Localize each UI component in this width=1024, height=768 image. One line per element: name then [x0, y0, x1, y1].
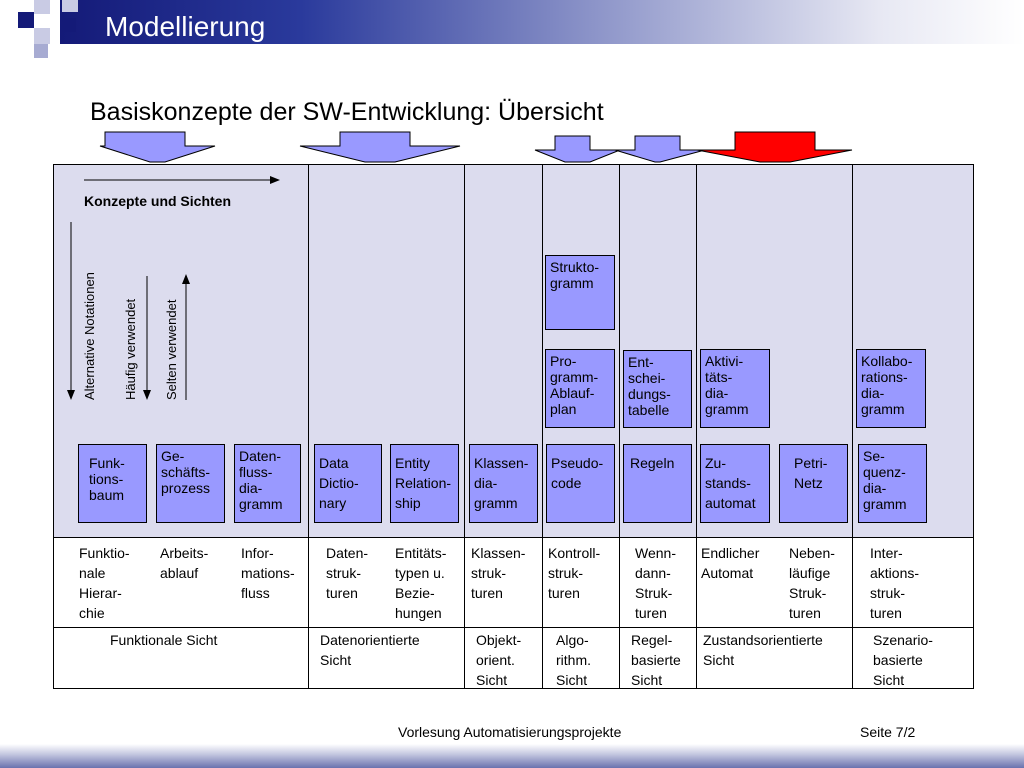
legend-konzepte: Konzepte und Sichten — [84, 193, 231, 209]
top-arrows — [99, 131, 853, 163]
column-divider — [619, 165, 620, 689]
column-divider — [696, 165, 697, 689]
box-kollaborationsdiagramm: Kollabo- rations- dia- gramm — [856, 349, 926, 428]
box-zustandsautomat: Zu- stands- automat — [700, 444, 770, 523]
header-square-mid — [62, 0, 78, 12]
column-divider — [852, 165, 853, 689]
legend-selten: Selten verwendet — [164, 299, 179, 400]
header-square-light — [34, 28, 50, 44]
footer-page-number: Seite 7/2 — [860, 724, 916, 740]
struct-kontrollstrukturen: Kontroll- struk- turen — [548, 545, 601, 601]
box-funktionsbaum: Funk- tions- baum — [78, 444, 147, 523]
box-data-dictionary: Data Dictio- nary — [314, 444, 382, 523]
view-szenario: Szenario- basierte Sicht — [873, 632, 933, 688]
footer-bar — [0, 744, 1024, 768]
struct-endlicher-automat: Endlicher Automat — [701, 545, 760, 581]
box-entity-relationship: Entity Relation- ship — [390, 444, 459, 523]
header-bar — [60, 0, 1024, 44]
view-datenorientiert: Datenorientierte Sicht — [320, 632, 420, 668]
structures-area — [54, 537, 973, 688]
box-datenflussdiagramm: Daten- fluss- dia- gramm — [234, 444, 301, 523]
column-divider — [308, 165, 309, 689]
footer-lecture: Vorlesung Automatisierungsprojekte — [398, 724, 622, 740]
box-entscheidungstabelle: Ent- schei- dungs- tabelle — [623, 350, 692, 428]
header-square-mid — [34, 44, 48, 58]
column-divider — [464, 165, 465, 689]
view-regelbasiert: Regel- basierte Sicht — [631, 632, 681, 688]
header-square-dark — [18, 12, 34, 28]
arrow-daten — [299, 131, 461, 163]
header-square-light — [34, 0, 50, 14]
row-divider — [54, 627, 973, 628]
page-title: Modellierung — [105, 11, 266, 42]
box-regeln: Regeln — [623, 444, 692, 523]
box-struktogramm: Strukto- gramm — [545, 255, 615, 330]
legend-alternative: Alternative Notationen — [82, 272, 97, 400]
struct-funktionale-hierarchie: Funktio- nale Hierar- chie — [79, 545, 130, 621]
arrow-algorithmisch — [534, 135, 621, 163]
row-divider — [54, 537, 973, 538]
arrow-zustand — [696, 131, 853, 163]
struct-entitaetstypen: Entitäts- typen u. Bezie- hungen — [395, 545, 447, 621]
struct-interaktion: Inter- aktions- struk- turen — [870, 545, 920, 621]
view-algorithmisch: Algo- rithm. Sicht — [556, 632, 591, 688]
struct-datenstrukturen: Daten- struk- turen — [326, 545, 369, 601]
struct-nebenlaeufig: Neben- läufige Struk- turen — [789, 545, 835, 621]
legend-haeufig: Häufig verwendet — [123, 298, 138, 400]
box-sequenzdiagramm: Se- quenz- dia- gramm — [858, 444, 927, 523]
view-funktional: Funktionale Sicht — [110, 632, 218, 648]
box-petrinetz: Petri- Netz — [779, 444, 848, 523]
arrow-regelbasiert — [614, 135, 706, 163]
view-zustandsorientiert: Zustandsorientierte Sicht — [703, 632, 823, 668]
arrow-funktional — [99, 131, 216, 163]
struct-arbeitsablauf: Arbeits- ablauf — [160, 545, 209, 581]
column-divider — [542, 165, 543, 689]
legend-arrows — [67, 176, 280, 400]
header-square-dark — [62, 18, 76, 32]
box-klassendiagramm: Klassen- dia- gramm — [469, 444, 538, 523]
struct-wenn-dann: Wenn- dann- Struk- turen — [635, 545, 676, 621]
view-objektorientiert: Objekt- orient. Sicht — [476, 632, 522, 688]
struct-informationsfluss: Infor- mations- fluss — [241, 545, 295, 601]
box-pseudocode: Pseudo- code — [546, 444, 615, 523]
box-geschaeftsprozess: Ge- schäfts- prozess — [156, 444, 225, 523]
box-programmablaufplan: Pro- gramm- Ablauf- plan — [545, 349, 615, 428]
struct-klassenstrukturen: Klassen- struk- turen — [471, 545, 526, 601]
box-aktivitaetsdiagramm: Aktivi- täts- dia- gramm — [700, 349, 770, 428]
slide-subtitle: Basiskonzepte der SW-Entwicklung: Übersi… — [90, 98, 604, 126]
